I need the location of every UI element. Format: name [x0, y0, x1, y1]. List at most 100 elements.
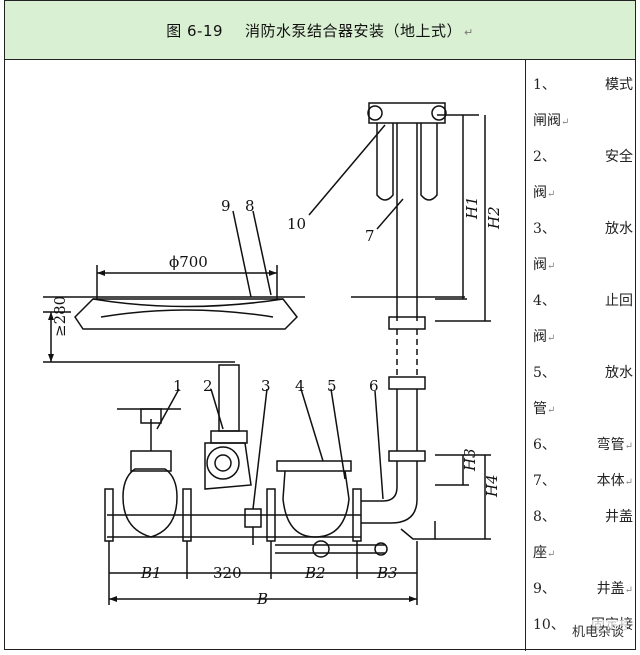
label-1: 1	[173, 377, 183, 395]
label-8: 8	[245, 197, 255, 215]
legend-num: 6、	[533, 437, 556, 453]
legend-text: 模式	[605, 77, 633, 93]
figure-title: 消防水泵结合器安装（地上式）	[245, 21, 463, 40]
drain-valve	[244, 508, 262, 528]
legend-num: 2、	[533, 149, 556, 165]
label-b2: B2	[304, 564, 326, 582]
label-320: 320	[213, 564, 242, 582]
body-flange-2	[388, 376, 426, 390]
legend-cont: 管	[533, 401, 547, 417]
leader-7	[376, 198, 404, 230]
arrow-dia-right	[269, 270, 277, 276]
support-base	[400, 521, 436, 540]
body-flange-1	[388, 316, 426, 330]
label-h4: H4	[483, 474, 501, 498]
label-9: 9	[221, 197, 231, 215]
label-2: 2	[203, 377, 213, 395]
arrow-dia-left	[97, 270, 105, 276]
legend-num: 9、	[533, 581, 556, 597]
label-h3: H3	[461, 448, 479, 472]
legend-cont: 座	[533, 545, 547, 561]
return-mark: ↵	[547, 549, 556, 560]
legend-text: 弯管	[596, 437, 625, 453]
label-dia: ϕ700	[169, 253, 208, 271]
well-cover-inner	[100, 309, 274, 318]
return-mark: ↵	[624, 441, 633, 452]
legend-item: 6、 弯管↵	[533, 427, 633, 465]
legend-num: 8、	[533, 509, 556, 525]
gate-valve-body	[122, 468, 178, 538]
safety-valve-body	[218, 364, 240, 432]
leader-6	[374, 390, 384, 500]
legend-cont: 闸阀	[533, 113, 561, 129]
legend-text: 放水	[605, 221, 633, 237]
return-mark: ↵	[547, 405, 556, 416]
installation-drawing: 9 8 ϕ700 ≥280 1 2 3 4 5 6 7 10 320 B1 B2…	[5, 59, 526, 651]
outlet-head	[368, 102, 446, 124]
arrow-b-right	[409, 596, 417, 602]
safety-valve-flange	[210, 430, 248, 444]
outlet-flange-right	[431, 105, 447, 121]
label-depth: ≥280	[51, 296, 69, 337]
leader-8	[252, 210, 272, 296]
label-b: B	[256, 590, 268, 608]
well-cover-seat	[74, 298, 298, 330]
leader-1	[156, 388, 180, 430]
return-mark: ↵	[464, 25, 474, 39]
legend-num: 5、	[533, 365, 556, 381]
safety-valve-core	[214, 454, 232, 472]
arrow-depth-bottom	[48, 354, 54, 362]
legend-item: 9、 井盖↵	[533, 571, 633, 609]
gate-valve-bonnet	[130, 450, 172, 472]
return-mark: ↵	[624, 477, 633, 488]
arrow-depth-top	[48, 312, 54, 320]
figure-caption: 图 6-19 消防水泵结合器安装（地上式）↵	[166, 20, 474, 41]
legend-cont: 阀	[533, 329, 547, 345]
return-mark: ↵	[561, 117, 570, 128]
leader-3	[252, 388, 268, 510]
legend-item: 3、 放水 阀↵	[533, 211, 633, 285]
leader-2	[210, 388, 224, 430]
bend-pipe-inner	[361, 461, 398, 502]
well-cover-arc	[92, 298, 284, 308]
label-3: 3	[261, 377, 271, 395]
label-b1: B1	[140, 564, 162, 582]
gate-valve-yoke	[140, 408, 162, 424]
drain-pipe-end	[374, 542, 388, 556]
label-h1: H1	[463, 196, 481, 220]
legend-text: 井盖	[605, 509, 633, 525]
arrow-b-left	[109, 596, 117, 602]
watermark: 机电杂谈	[568, 620, 627, 641]
label-10: 10	[287, 215, 306, 233]
figure-number: 图 6-19	[166, 21, 224, 40]
return-mark: ↵	[624, 585, 633, 596]
leader-9	[232, 210, 252, 298]
leader-5	[330, 388, 346, 480]
legend-text: 放水	[605, 365, 633, 381]
return-mark: ↵	[547, 189, 556, 200]
check-valve-cover	[276, 460, 352, 472]
legend-num: 1、	[533, 77, 556, 93]
label-4: 4	[295, 377, 305, 395]
label-b3: B3	[376, 564, 398, 582]
legend-item: 7、本体↵	[533, 463, 633, 501]
legend-item: 8、 井盖 座↵	[533, 499, 633, 573]
leader-4	[300, 388, 324, 462]
label-h2: H2	[485, 206, 503, 230]
return-mark: ↵	[547, 333, 556, 344]
body-flange-3	[388, 450, 426, 462]
legend-text: 井盖	[596, 581, 625, 597]
outlet-flange-left	[367, 105, 383, 121]
hose-coupling-left	[376, 123, 394, 201]
legend-text: 止回	[605, 293, 633, 309]
return-mark: ↵	[547, 261, 556, 272]
caption-header: 图 6-19 消防水泵结合器安装（地上式）↵	[5, 1, 635, 60]
legend-text: 本体	[596, 473, 625, 489]
legend-item: 5、 放水 管↵	[533, 355, 633, 429]
legend-num: 3、	[533, 221, 556, 237]
label-7: 7	[365, 227, 375, 245]
label-5: 5	[327, 377, 337, 395]
legend-text: 安全	[605, 149, 633, 165]
legend-cont: 阀	[533, 257, 547, 273]
